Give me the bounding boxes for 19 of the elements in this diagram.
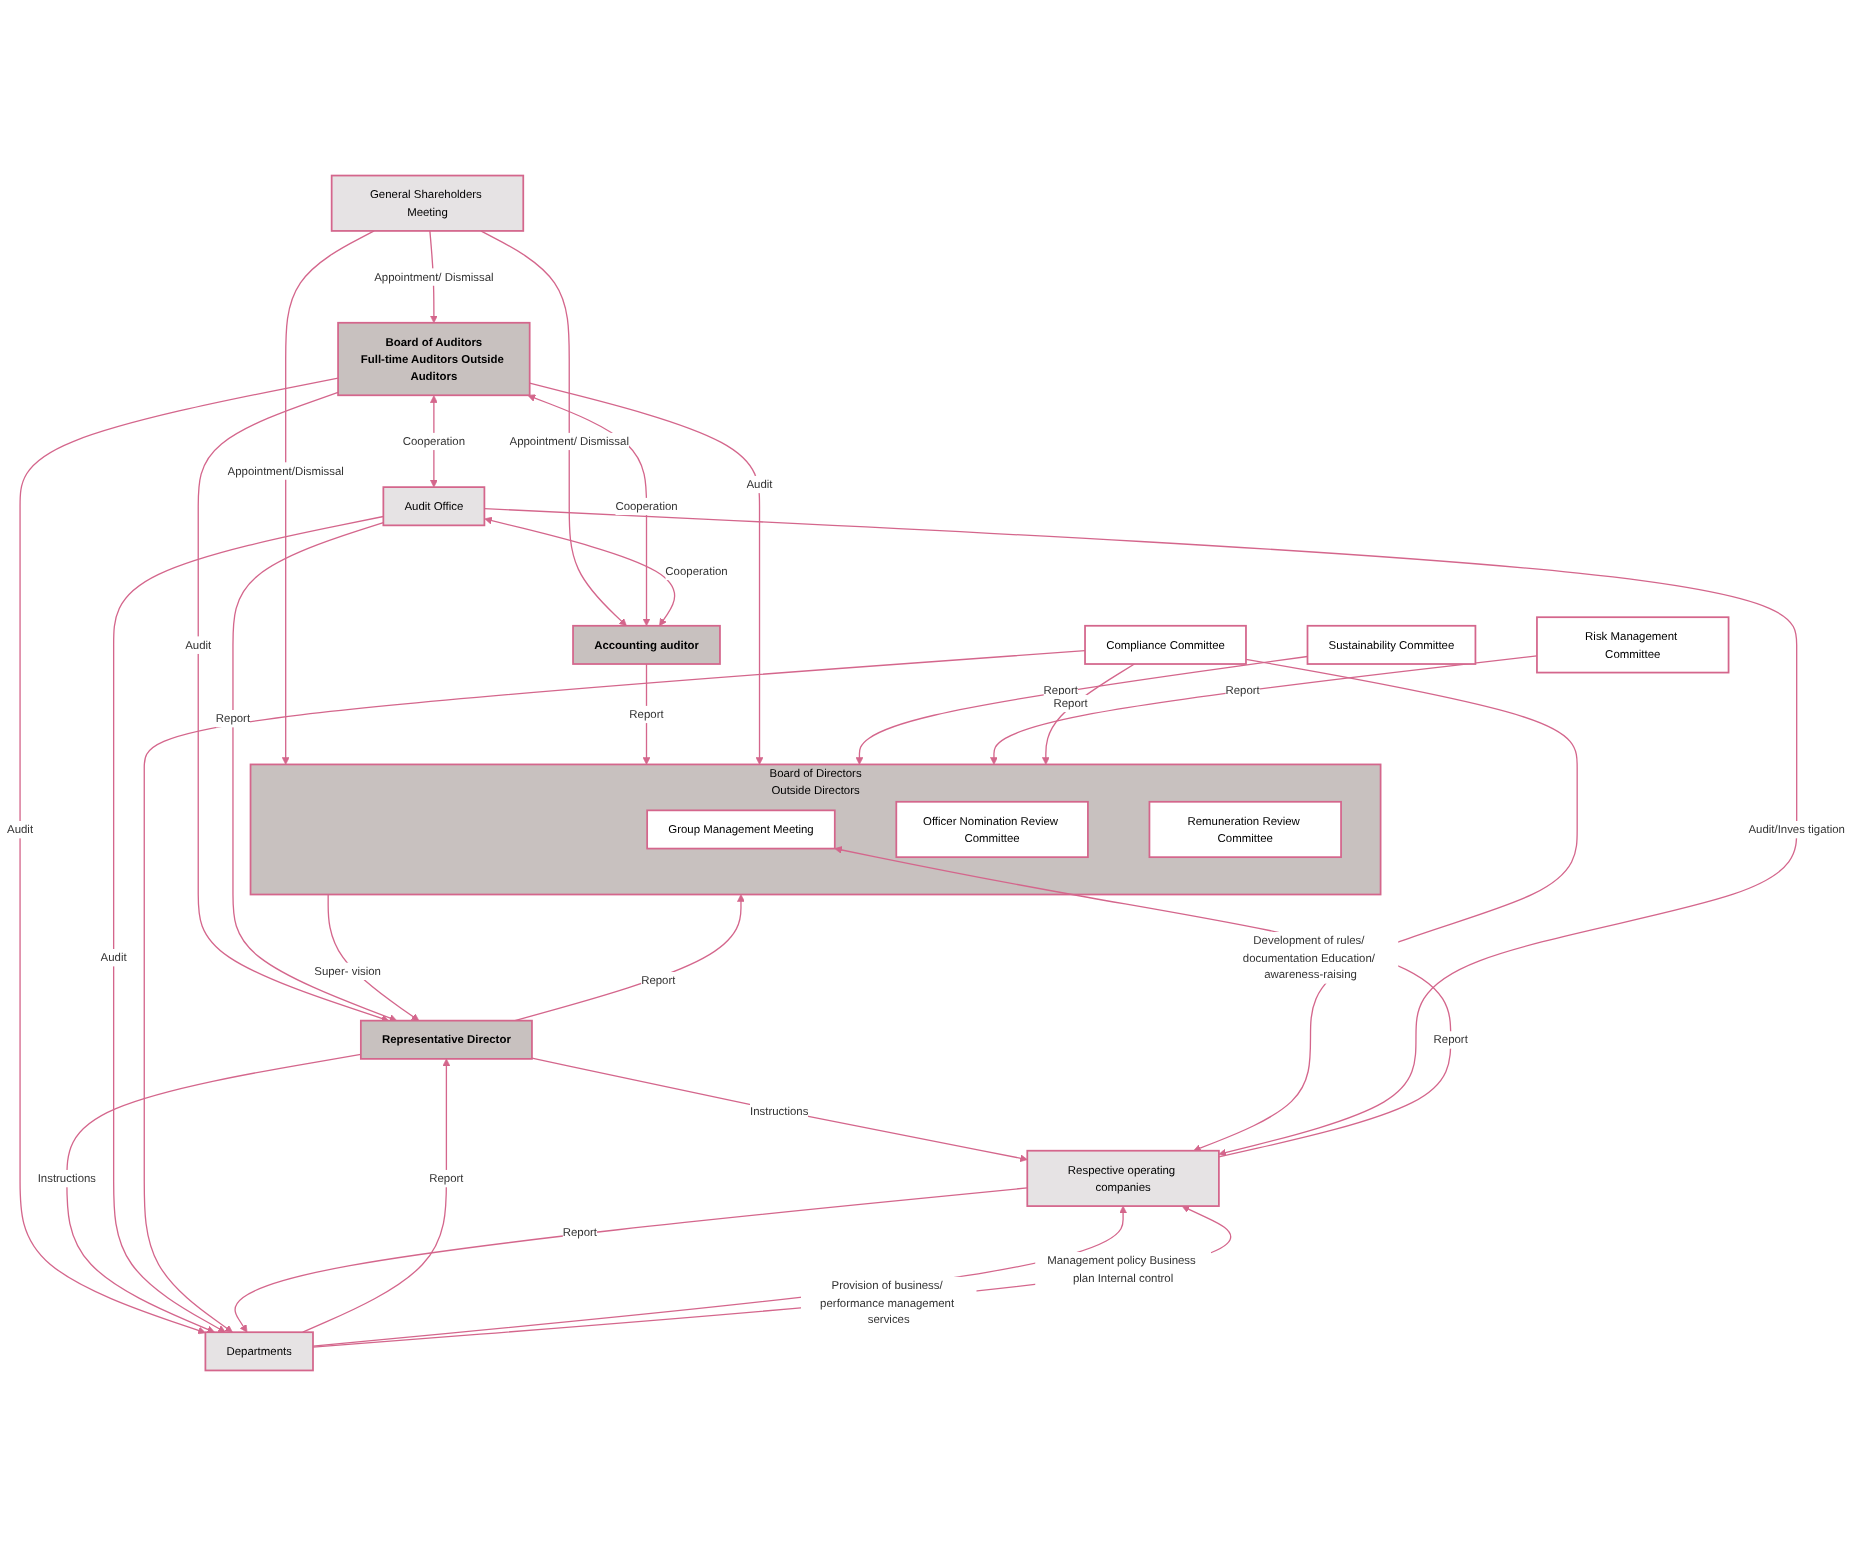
- arrow: [19, 377, 339, 1335]
- arrow: [990, 655, 1538, 765]
- arrow: [113, 515, 384, 1333]
- arrow: [281, 230, 375, 765]
- arrow: [480, 230, 627, 627]
- arrow: [1193, 658, 1578, 1152]
- arrow: [234, 1187, 1028, 1333]
- arrow: [514, 894, 745, 1022]
- arrow: [642, 663, 651, 765]
- arrow: [483, 508, 1798, 1157]
- arrow: [855, 655, 1309, 765]
- arrow: [197, 391, 389, 1023]
- arrow: [143, 650, 1086, 1333]
- arrow: [531, 1057, 1028, 1163]
- arrow: [484, 516, 676, 627]
- arrow: [66, 1053, 362, 1334]
- arrow: [1041, 663, 1136, 765]
- arrow: [302, 1058, 451, 1333]
- arrow: [232, 521, 398, 1022]
